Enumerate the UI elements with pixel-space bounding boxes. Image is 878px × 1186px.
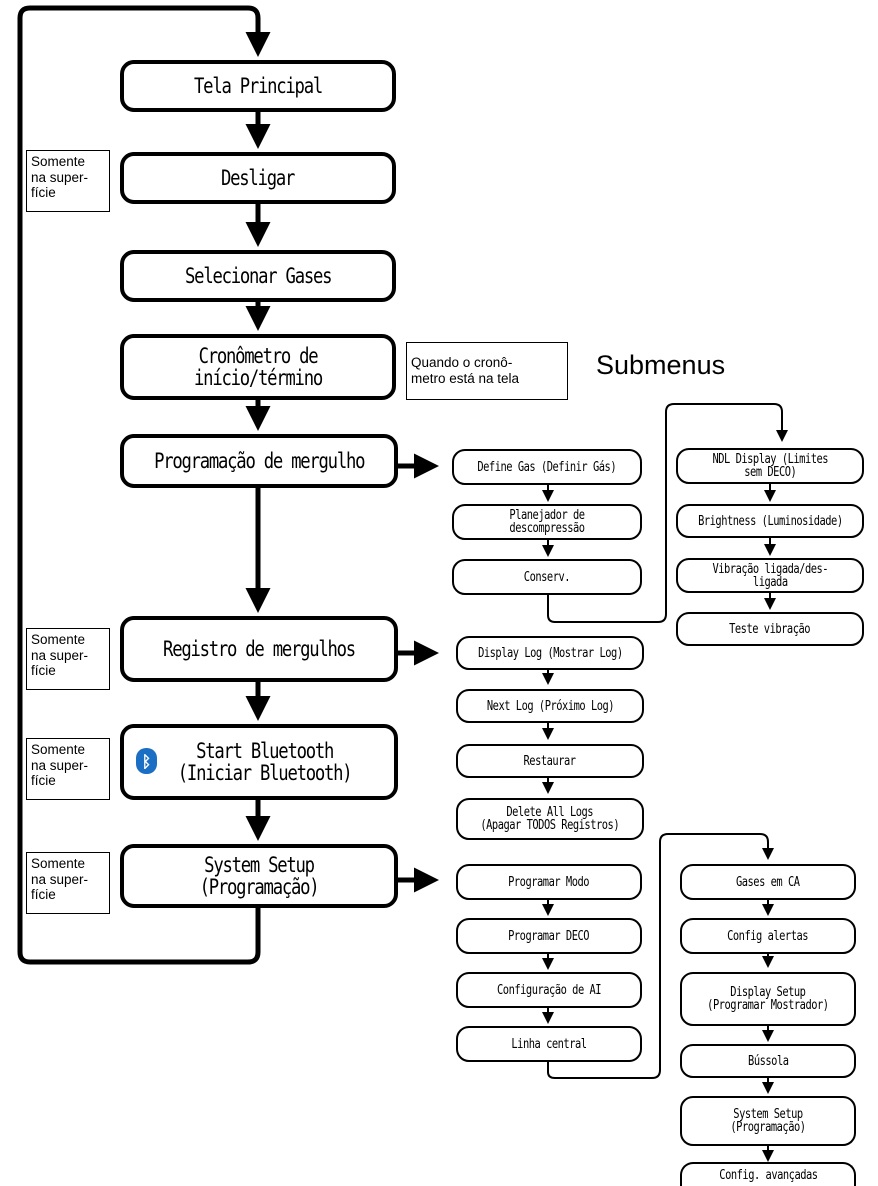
bluetooth-icon: ᛒ: [136, 748, 157, 774]
submenu-conserv[interactable]: Conserv.: [452, 559, 642, 595]
note-somente-superficie-system: Somente na super- fície: [26, 852, 110, 914]
menu-registro-mergulhos[interactable]: Registro de mergulhos: [120, 616, 398, 682]
menu-cronometro[interactable]: Cronômetro de início/término: [120, 334, 396, 400]
submenu-display-setup[interactable]: Display Setup (Programar Mostrador): [680, 972, 856, 1026]
submenu-config-alertas[interactable]: Config alertas: [680, 918, 856, 954]
submenu-bussola[interactable]: Bússola: [680, 1044, 856, 1078]
submenu-gases-em-ca[interactable]: Gases em CA: [680, 864, 856, 900]
submenu-delete-all-logs[interactable]: Delete All Logs (Apagar TODOS Registros): [456, 798, 644, 840]
submenu-vibracao[interactable]: Vibração ligada/des- ligada: [676, 558, 864, 593]
menu-desligar[interactable]: Desligar: [120, 152, 396, 204]
submenu-config-avancadas[interactable]: Config. avançadas: [680, 1162, 856, 1186]
submenus-heading: Submenus: [596, 350, 726, 380]
note-cronometro: Quando o cronô- metro está na tela: [406, 342, 568, 400]
menu-programacao-mergulho[interactable]: Programação de mergulho: [120, 434, 398, 488]
submenu-configuracao-ai[interactable]: Configuração de AI: [456, 972, 642, 1008]
submenu-planejador-descompressao[interactable]: Planejador de descompressão: [452, 504, 642, 540]
submenu-programar-deco[interactable]: Programar DECO: [456, 918, 642, 954]
submenu-brightness[interactable]: Brightness (Luminosidade): [676, 504, 864, 538]
submenu-display-log[interactable]: Display Log (Mostrar Log): [456, 636, 644, 670]
note-somente-superficie-bluetooth: Somente na super- fície: [26, 738, 110, 800]
submenu-linha-central[interactable]: Linha central: [456, 1026, 642, 1062]
note-somente-superficie-desligar: Somente na super- fície: [26, 150, 110, 212]
submenu-define-gas[interactable]: Define Gas (Definir Gás): [452, 449, 642, 485]
submenu-system-setup-programacao[interactable]: System Setup (Programação): [680, 1096, 856, 1146]
submenu-next-log[interactable]: Next Log (Próximo Log): [456, 689, 644, 723]
submenu-ndl-display[interactable]: NDL Display (Limites sem DECO): [676, 448, 864, 484]
submenu-programar-modo[interactable]: Programar Modo: [456, 864, 642, 900]
submenu-teste-vibracao[interactable]: Teste vibração: [676, 612, 864, 646]
menu-system-setup[interactable]: System Setup (Programação): [120, 844, 398, 908]
submenu-restaurar[interactable]: Restaurar: [456, 744, 644, 778]
menu-selecionar-gases[interactable]: Selecionar Gases: [120, 250, 396, 302]
menu-start-bluetooth[interactable]: Start Bluetooth (Iniciar Bluetooth): [120, 724, 398, 800]
menu-tela-principal[interactable]: Tela Principal: [120, 60, 396, 112]
loop-back-connector: [17, 5, 271, 965]
note-somente-superficie-registro: Somente na super- fície: [26, 628, 110, 690]
